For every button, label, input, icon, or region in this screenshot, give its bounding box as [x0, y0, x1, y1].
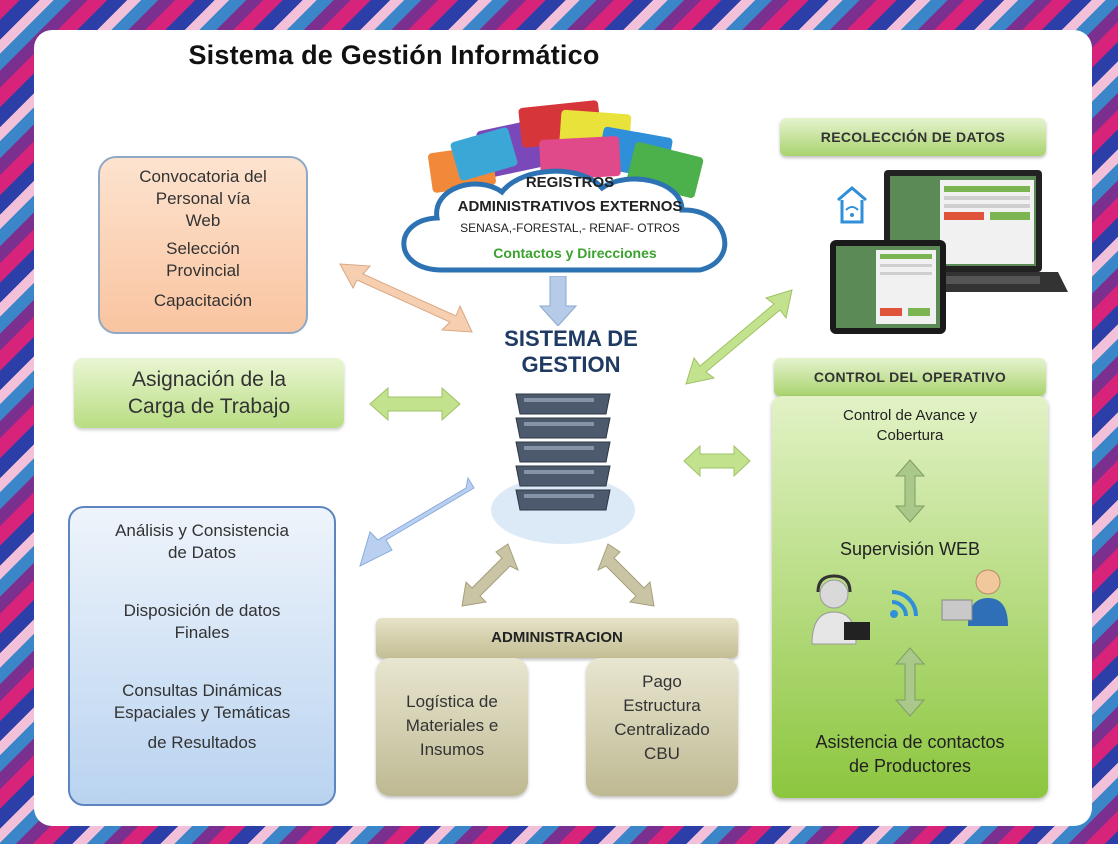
personal-line: Web [185, 211, 221, 230]
personal-line: Selección [166, 239, 240, 258]
analisis-line: de Resultados [147, 733, 257, 752]
server-icon [491, 393, 635, 544]
pago-line: Centralizado [614, 720, 710, 739]
analisis-line: Disposición de datos [123, 601, 281, 620]
double-arrow-icon [369, 386, 461, 422]
recoleccion-header: RECOLECCIÓN DE DATOS [780, 118, 1046, 156]
control-header: CONTROL DEL OPERATIVO [774, 358, 1046, 396]
control-supervision: Supervisión WEB [839, 539, 981, 559]
logistica-line: Logística de [406, 692, 498, 711]
analisis-line: Espaciales y Temáticas [113, 703, 291, 722]
control-avance-line1: Control de Avance y [843, 407, 977, 424]
arrow-down-left-icon [359, 476, 475, 567]
registros-line2: ADMINISTRATIVOS EXTERNOS [457, 198, 683, 215]
registros-line1: REGISTROS [525, 174, 615, 191]
registros-contactos: Contactos y Direcciones [493, 245, 657, 261]
administracion-header: ADMINISTRACION [376, 618, 738, 658]
control-asistencia-line2: de Productores [848, 756, 972, 776]
tablet-icon [830, 240, 946, 334]
sistema-line2: GESTION [521, 352, 621, 377]
pago-line: CBU [644, 744, 680, 763]
personal-line: Capacitación [153, 291, 253, 310]
pago-box: Pago Estructura Centralizado CBU [586, 658, 738, 796]
double-arrow-icon [683, 444, 751, 478]
operator-icon [811, 574, 870, 645]
asignacion-line1: Asignación de la [131, 368, 287, 391]
pago-line: Estructura [623, 696, 701, 715]
sistema-title: SISTEMA DE GESTION [486, 326, 656, 378]
vertical-double-arrow-icon [894, 647, 926, 717]
devices-illustration [830, 170, 1068, 334]
analisis-box: Análisis y Consistencia de Datos Disposi… [68, 506, 336, 806]
personal-line: Personal vía [155, 189, 251, 208]
personal-box: Convocatoria del Personal vía Web Selecc… [98, 156, 308, 334]
logistica-line: Insumos [419, 740, 485, 759]
control-box: Control de Avance y Cobertura Supervisió… [772, 396, 1048, 798]
personal-line: Provincial [166, 261, 240, 280]
folder-icon [428, 100, 704, 198]
personal-line: Convocatoria del [139, 167, 267, 186]
laptop-icon [858, 170, 1068, 292]
double-arrow-icon [685, 289, 793, 385]
double-arrow-icon [461, 543, 519, 607]
arrow-down-icon [538, 276, 578, 326]
double-arrow-icon [339, 263, 473, 333]
analisis-line: Finales [174, 623, 230, 642]
logistica-box: Logística de Materiales e Insumos [376, 658, 528, 796]
analisis-line: Análisis y Consistencia [115, 521, 289, 540]
double-arrow-icon [597, 543, 655, 607]
folders-illustration [428, 100, 704, 198]
wifi-home-icon [837, 186, 867, 224]
registros-line3: SENASA,-FORESTAL,- RENAF- OTROS [460, 221, 680, 235]
diagram-title: Sistema de Gestión Informático [188, 40, 600, 70]
cloud-shape [401, 168, 728, 273]
control-avance-line2: Cobertura [876, 427, 944, 444]
logistica-line: Materiales e [405, 716, 499, 735]
vertical-double-arrow-icon [894, 459, 926, 523]
control-asistencia-line1: Asistencia de contactos [815, 732, 1005, 752]
wifi-icon [890, 590, 918, 618]
sistema-line1: SISTEMA DE [504, 326, 638, 351]
pago-line: Pago [642, 672, 682, 691]
asignacion-line2: Carga de Trabajo [127, 395, 291, 418]
asignacion-box: Asignación de la Carga de Trabajo [74, 358, 344, 428]
analisis-line: de Datos [167, 543, 237, 562]
analisis-line: Consultas Dinámicas [122, 681, 282, 700]
supervisor-icon [941, 569, 1008, 626]
